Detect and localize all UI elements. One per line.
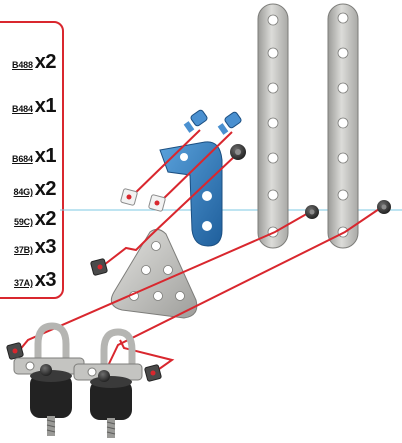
part-quantity: x2 bbox=[34, 51, 57, 73]
part-quantity: x3 bbox=[34, 236, 57, 258]
part-row-b684: B684 x1 bbox=[12, 145, 56, 168]
perforated-strip-right bbox=[327, 3, 359, 249]
perforated-strip-left bbox=[257, 3, 289, 249]
part-row-59c: 59C) x2 bbox=[14, 208, 56, 231]
part-code: B488 bbox=[12, 60, 33, 70]
part-code: B484 bbox=[12, 104, 33, 114]
blue-angle-bracket bbox=[159, 141, 223, 247]
part-code: 37A) bbox=[14, 278, 33, 288]
square-nut-lower-left bbox=[6, 342, 24, 360]
part-quantity: x3 bbox=[34, 269, 57, 291]
blue-bolt-right bbox=[217, 111, 242, 135]
part-code: B684 bbox=[12, 154, 33, 164]
parts-list-panel: B488 x2 B484 x1 B684 x1 84G) x2 59C) x2 … bbox=[0, 21, 64, 299]
square-nut-upper-left bbox=[120, 188, 138, 206]
square-nut-upper-right bbox=[148, 194, 166, 212]
part-row-b488: B488 x2 bbox=[12, 51, 56, 74]
part-quantity: x2 bbox=[34, 208, 57, 230]
part-row-84g: 84G) x2 bbox=[13, 178, 57, 201]
part-row-b484: B484 x1 bbox=[12, 95, 56, 118]
part-quantity: x1 bbox=[34, 145, 57, 167]
part-row-37b: 37B) x3 bbox=[14, 236, 56, 259]
square-nut-plate bbox=[90, 258, 108, 276]
part-row-37a: 37A) x3 bbox=[14, 269, 56, 292]
mount-nut-left bbox=[40, 364, 52, 376]
part-quantity: x2 bbox=[34, 178, 57, 200]
square-nut-lower-right bbox=[144, 364, 162, 382]
part-quantity: x1 bbox=[34, 95, 57, 117]
rubber-mount-left bbox=[13, 322, 85, 436]
hex-bolt-strip-left bbox=[305, 205, 319, 219]
part-code: 37B) bbox=[14, 245, 33, 255]
mount-nut-right bbox=[98, 370, 110, 382]
assembly-guide-lines bbox=[17, 129, 383, 375]
triangular-flat-plate bbox=[110, 228, 198, 319]
blue-bolt-left bbox=[183, 109, 208, 133]
part-code: 59C) bbox=[14, 217, 33, 227]
part-code: 84G) bbox=[13, 187, 33, 197]
hex-bolt-bracket bbox=[230, 144, 246, 160]
rubber-mount-right bbox=[73, 328, 143, 438]
hex-bolt-strip-right bbox=[377, 200, 391, 214]
